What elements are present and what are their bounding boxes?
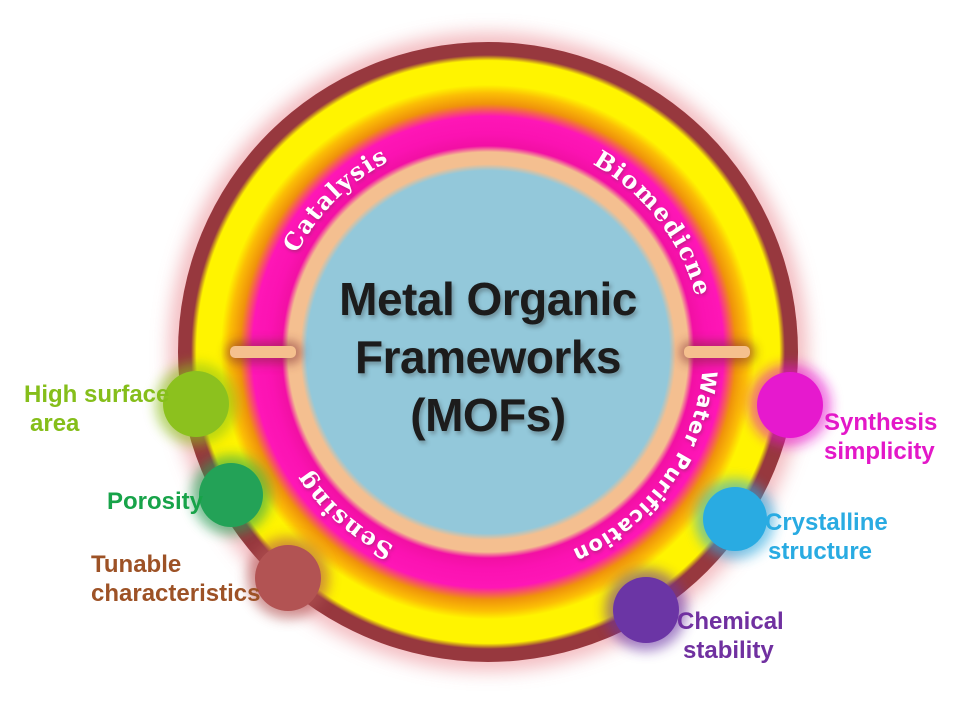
- tunable-characteristics-dot: [255, 545, 321, 611]
- center-title-line-3: (MOFs): [410, 389, 566, 441]
- feature-label-crystalline-structure: Crystalline structure: [765, 508, 888, 566]
- feature-label-line: simplicity: [824, 438, 935, 465]
- feature-label-line: structure: [768, 538, 873, 565]
- synthesis-simplicity-dot: [757, 372, 823, 438]
- feature-label-line: Crystalline: [765, 509, 888, 536]
- porosity-dot: [199, 463, 263, 527]
- feature-label-line: characteristics: [91, 580, 261, 607]
- feature-label-synthesis-simplicity: Synthesis simplicity: [824, 408, 937, 466]
- feature-label-line: Chemical: [677, 608, 784, 635]
- left-connector-bar: [230, 346, 296, 358]
- feature-label-high-surface-area: High surface area: [24, 380, 169, 438]
- feature-label-tunable-characteristics: Tunable characteristics: [91, 550, 260, 608]
- center-title: Metal Organic Frameworks (MOFs): [258, 270, 718, 444]
- feature-label-chemical-stability: Chemical stability: [677, 607, 784, 665]
- chemical-stability-dot: [613, 577, 679, 643]
- high-surface-area-dot: [163, 371, 229, 437]
- center-title-line-2: Frameworks: [354, 331, 622, 383]
- feature-label-line: Synthesis: [824, 409, 938, 436]
- crystalline-structure-dot: [703, 487, 767, 551]
- feature-dots: [155, 363, 831, 651]
- feature-label-line: Tunable: [91, 551, 182, 578]
- feature-label-line: High surface: [24, 381, 170, 408]
- concentric-rings: [178, 42, 798, 662]
- feature-label-line: area: [30, 410, 80, 437]
- feature-label-line: stability: [683, 637, 774, 664]
- center-title-line-1: Metal Organic: [339, 273, 637, 325]
- right-connector-bar: [684, 346, 750, 358]
- feature-label-line: Porosity: [107, 488, 204, 515]
- feature-label-porosity: Porosity: [107, 487, 203, 516]
